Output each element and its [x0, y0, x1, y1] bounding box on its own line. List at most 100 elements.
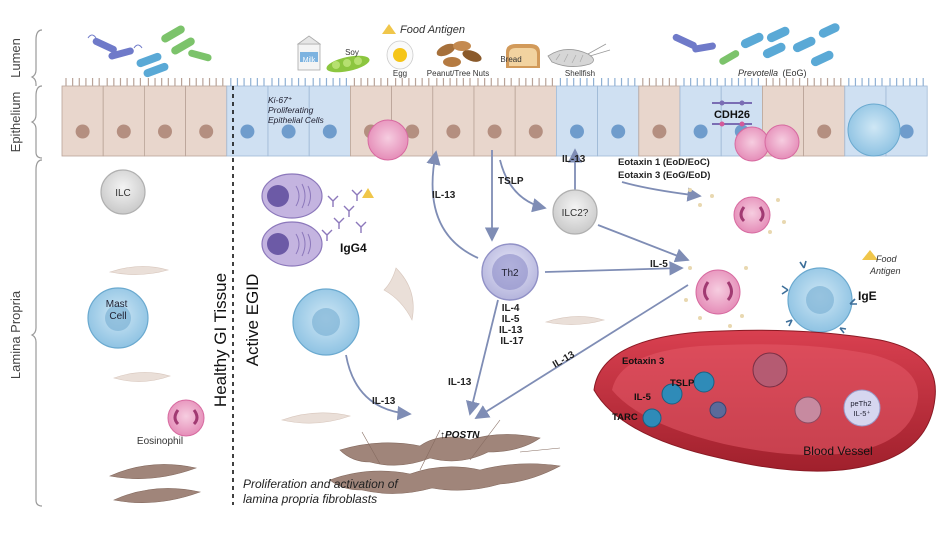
th2-cytokine-2: IL-13: [499, 325, 523, 336]
epithelial-nucleus: [405, 124, 420, 139]
food-antigen-ige: Food Antigen: [869, 254, 901, 276]
lumen-label: Lumen: [8, 38, 23, 78]
arrow-th2-il5: [544, 261, 684, 276]
antibody-icon: [321, 189, 367, 241]
epithelial-cell: [514, 85, 557, 157]
fibroblast-icon: [280, 267, 606, 424]
milk-icon: [296, 35, 322, 71]
peth2-line1: peTh2: [850, 399, 871, 408]
ki67-line1: Ki-67⁺: [268, 95, 292, 105]
arrow-tslp-to-ilc2: [499, 159, 547, 213]
mast-line2: Cell: [109, 311, 126, 322]
epithelial-nucleus: [116, 124, 131, 139]
il5-label: IL-5: [650, 259, 668, 270]
epithelial-nucleus: [75, 124, 90, 139]
epithelial-cell: [102, 85, 145, 157]
epithelial-nucleus: [446, 124, 461, 139]
cdh26-label: CDH26: [714, 109, 750, 121]
epithelial-cell: [308, 85, 351, 157]
peth2-line2: IL-5⁺: [854, 409, 871, 418]
vessel-il5-label: IL-5: [634, 392, 652, 403]
egg-icon: [386, 40, 414, 70]
epithelial-nucleus: [652, 124, 667, 139]
intraepithelial-eosinophil: [764, 124, 800, 160]
intraepithelial-eosinophil: [367, 119, 409, 161]
food-antigen-icon: [382, 24, 396, 34]
ki67-line2: Proliferating: [268, 105, 314, 115]
soy-label: Soy: [345, 48, 359, 57]
epithelial-nucleus: [240, 124, 255, 139]
eosinophil-cell: [733, 196, 771, 234]
vessel-cells: [642, 352, 881, 428]
epithelial-cell: [803, 85, 846, 157]
ki67-line3: Epithelial Cells: [268, 115, 324, 125]
il13-label-mast: IL-13: [372, 396, 396, 407]
active-panel-label: Active EGID: [243, 274, 262, 367]
epithelial-cell: [61, 85, 104, 157]
arrow-ilc2-to-eos: [597, 224, 690, 263]
intraepithelial-mast-cell: [847, 103, 901, 157]
vessel-tslp-label: TSLP: [670, 378, 695, 389]
arrow-eos-to-fibroblast: [474, 284, 689, 419]
epithelium-label: Epithelium: [8, 92, 23, 153]
signaling-arrows: [345, 148, 702, 421]
lamina-propria-label: Lamina Propria: [8, 290, 23, 379]
eosinophil-label: Eosinophil: [137, 436, 183, 447]
th2-cytokine-list: IL-4 IL-5 IL-13 IL-17: [499, 303, 525, 347]
microbes-right: Prevotella (EoG): [672, 23, 840, 78]
epithelial-layer: [61, 78, 928, 162]
activated-fibroblasts: [329, 419, 561, 494]
bread-label: Bread: [500, 55, 521, 64]
epithelial-nucleus: [281, 124, 296, 139]
epithelial-nucleus: [487, 124, 502, 139]
th2-label: Th2: [501, 268, 519, 279]
peanut-icon: [436, 41, 482, 67]
il13-label-th2: IL-13: [448, 377, 472, 388]
il13-label-eos: IL-13: [551, 349, 577, 370]
epithelial-cell: [185, 85, 228, 157]
food-antigen-ige-line1: Food: [876, 254, 898, 264]
mast-cell: [87, 287, 149, 349]
th2-cell: [481, 243, 539, 301]
ilc-label: ILC: [115, 188, 131, 199]
nuts-label: Peanut/Tree Nuts: [427, 69, 489, 78]
intraepithelial-eosinophil: [734, 126, 770, 162]
bacteria-icon: [87, 25, 212, 78]
fibroblast-icon: [108, 266, 171, 382]
vessel-peth2-label: peTh2 IL-5⁺: [850, 399, 873, 418]
epithelial-nucleus: [693, 124, 708, 139]
fibroblast-caption-line2: lamina propria fibroblasts: [243, 492, 377, 506]
ilc2-label: ILC2?: [562, 208, 589, 219]
eotaxin-labels: Eotaxin 1 (EoD/EoC) Eotaxin 3 (EoG/EoD): [618, 157, 712, 181]
epithelial-cell: [556, 85, 599, 157]
soy-icon: [326, 55, 370, 73]
granule-dots: [684, 188, 786, 328]
fibroblast-caption-line1: Proliferation and activation of: [243, 477, 399, 491]
eotaxin3-label: Eotaxin 3 (EoG/EoD): [618, 170, 710, 181]
epithelial-cell: [597, 85, 640, 157]
fibroblast-caption: Proliferation and activation of lamina p…: [243, 477, 401, 506]
food-antigens: Food Antigen Milk Soy Egg Peanut/Tree Nu…: [296, 24, 611, 78]
epithelial-nucleus: [322, 124, 337, 139]
arrow-th2-to-epithelium: [426, 150, 479, 259]
postn-label: ↑POSTN: [440, 430, 480, 441]
th2-cytokine-1: IL-5: [502, 314, 520, 325]
ige-mast-cell: [781, 260, 857, 341]
cdh26-icon: [712, 100, 752, 127]
mast-cell-label: Mast Cell: [106, 299, 130, 322]
prevotella-name: Prevotella: [738, 68, 778, 78]
microbes-left: [87, 25, 212, 78]
eosinophil-cell: [695, 269, 741, 315]
epithelial-nucleus: [158, 124, 172, 139]
ilc2-cell: [552, 189, 598, 235]
milk-label: Milk: [303, 57, 316, 64]
epithelial-nucleus: [570, 124, 584, 139]
shellfish-label: Shellfish: [565, 69, 595, 78]
arrow-eotaxin: [621, 181, 702, 202]
ilc-cell: [100, 169, 146, 215]
vessel-tarc-label: TARC: [612, 412, 638, 423]
epithelial-nucleus: [611, 124, 626, 139]
epithelial-cell: [638, 85, 681, 157]
mast-line1: Mast: [106, 299, 128, 310]
blood-vessel: [593, 329, 936, 472]
